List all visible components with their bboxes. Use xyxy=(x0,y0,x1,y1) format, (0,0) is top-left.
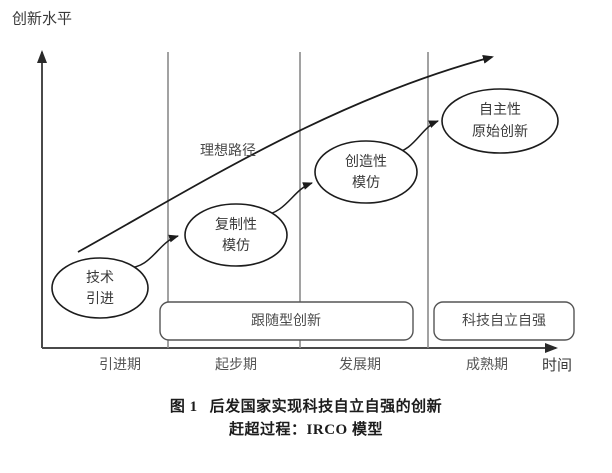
figure-caption-text1: 后发国家实现科技自立自强的创新 xyxy=(209,399,443,415)
node-independent-original-innovation[interactable]: 自主性 原始创新 xyxy=(441,88,559,154)
node-creative-imitation[interactable]: 创造性 模仿 xyxy=(314,140,418,204)
stage-label-development: 发展期 xyxy=(339,357,381,373)
node-independent-original-innovation-line2: 原始创新 xyxy=(472,124,528,140)
ideal-path-line xyxy=(77,54,494,253)
band-self-reliance[interactable]: 科技自立自强 xyxy=(433,301,575,341)
node-replicative-imitation[interactable]: 复制性 模仿 xyxy=(184,203,288,267)
figure-caption-line2: 赶超过程：IRCO 模型 xyxy=(229,422,383,439)
figure-number: 图 1 xyxy=(169,399,198,415)
node-tech-introduction[interactable]: 技术 引进 xyxy=(51,257,149,319)
band-follower-innovation-label: 跟随型创新 xyxy=(251,313,321,329)
ideal-path-label: 理想路径 xyxy=(200,143,256,159)
node-creative-imitation-line1: 创造性 xyxy=(345,154,387,170)
svg-text:创新水平: 创新水平 xyxy=(12,11,72,28)
node-creative-imitation-line2: 模仿 xyxy=(352,175,380,191)
figure-caption: 图 1 后发国家实现科技自立自强的创新 赶超过程：IRCO 模型 xyxy=(0,396,612,443)
node-tech-introduction-line1: 技术 xyxy=(86,270,114,286)
node-replicative-imitation-line1: 复制性 xyxy=(215,216,257,233)
stage-label-introduction: 引进期 xyxy=(99,357,141,373)
node-tech-introduction-line2: 引进 xyxy=(86,291,114,307)
x-axis-title: 时间 xyxy=(542,357,572,374)
stage-label-maturity: 成熟期 xyxy=(466,357,508,373)
svg-text:理想路径: 理想路径 xyxy=(200,143,256,159)
band-follower-innovation[interactable]: 跟随型创新 xyxy=(159,301,414,341)
node-replicative-imitation-line2: 模仿 xyxy=(222,238,250,254)
stage-label-startup: 起步期 xyxy=(215,357,257,373)
y-axis-title: 创新水平 xyxy=(12,11,72,28)
figure-caption-line1: 图 1 后发国家实现科技自立自强的创新 xyxy=(0,396,612,419)
node-independent-original-innovation-line1: 自主性 xyxy=(479,102,521,118)
stage-labels: 引进期 起步期 发展期 成熟期 xyxy=(99,357,508,373)
connector-1-2 xyxy=(126,234,179,269)
svg-text:时间: 时间 xyxy=(542,357,572,374)
band-self-reliance-label: 科技自立自强 xyxy=(462,313,546,329)
